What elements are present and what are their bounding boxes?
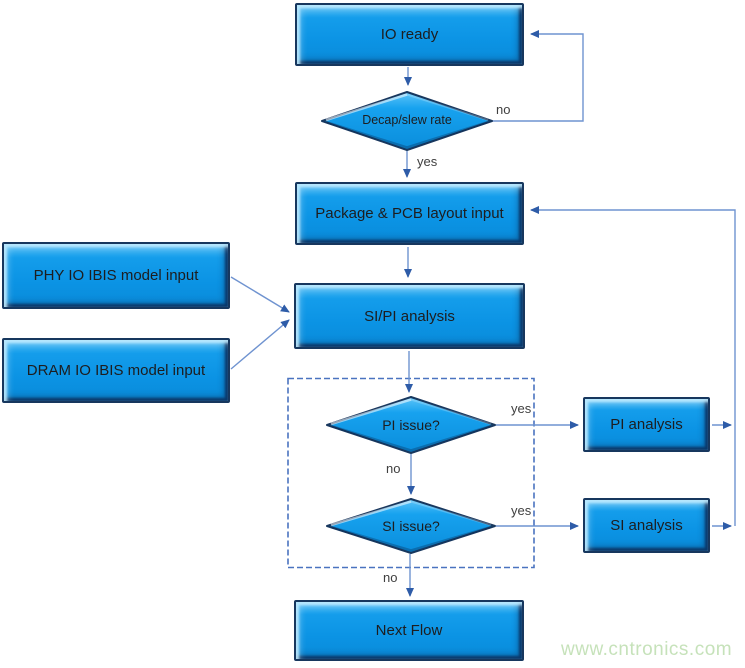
- edge-label-si-issue-yes: yes: [511, 503, 532, 518]
- edge-phy-sipi: [230, 276, 290, 313]
- node-sipi-label: SI/PI analysis: [364, 307, 455, 325]
- edge-label-pi-issue-yes: yes: [511, 401, 532, 416]
- node-phy-io-ibis-model-input: PHY IO IBIS model input: [2, 242, 230, 309]
- connector-group: [230, 30, 736, 597]
- node-package-pcb-layout-input: Package & PCB layout input: [295, 182, 524, 245]
- node-si-analysis-label: SI analysis: [610, 517, 683, 534]
- watermark-cntronics: www.cntronics.com: [561, 639, 733, 660]
- edge-dram-sipi: [230, 319, 290, 370]
- node-sipi-analysis: SI/PI analysis: [294, 283, 525, 349]
- edge-label-decap-no: no: [496, 102, 511, 117]
- pi-issue-diamond: [326, 396, 496, 454]
- node-next-flow: Next Flow: [294, 600, 524, 661]
- node-next-flow-label: Next Flow: [375, 622, 443, 639]
- node-dram-io-ibis-model-input: DRAM IO IBIS model input: [2, 338, 230, 403]
- node-si-analysis: SI analysis: [583, 498, 710, 553]
- edge-label-pi-issue-no: no: [386, 461, 401, 476]
- edge-feedback-package: [530, 206, 736, 526]
- dashed-analysis-region: [287, 377, 535, 569]
- node-package-label: Package & PCB layout input: [315, 205, 504, 222]
- node-io-ready: IO ready: [295, 3, 524, 66]
- edge-label-decap-yes: yes: [417, 154, 438, 169]
- node-io-ready-label: IO ready: [380, 26, 439, 43]
- node-pi-analysis-label: PI analysis: [610, 416, 683, 433]
- node-pi-analysis: PI analysis: [583, 397, 710, 452]
- decap-slew-diamond: [321, 91, 493, 151]
- node-phy-label: PHY IO IBIS model input: [33, 267, 199, 284]
- edge-label-si-issue-no: no: [383, 570, 398, 585]
- edge-decap-no-ioready: [492, 30, 584, 122]
- si-issue-diamond: [326, 498, 496, 554]
- node-dram-label: DRAM IO IBIS model input: [26, 362, 206, 379]
- decision-shapes: [321, 91, 496, 554]
